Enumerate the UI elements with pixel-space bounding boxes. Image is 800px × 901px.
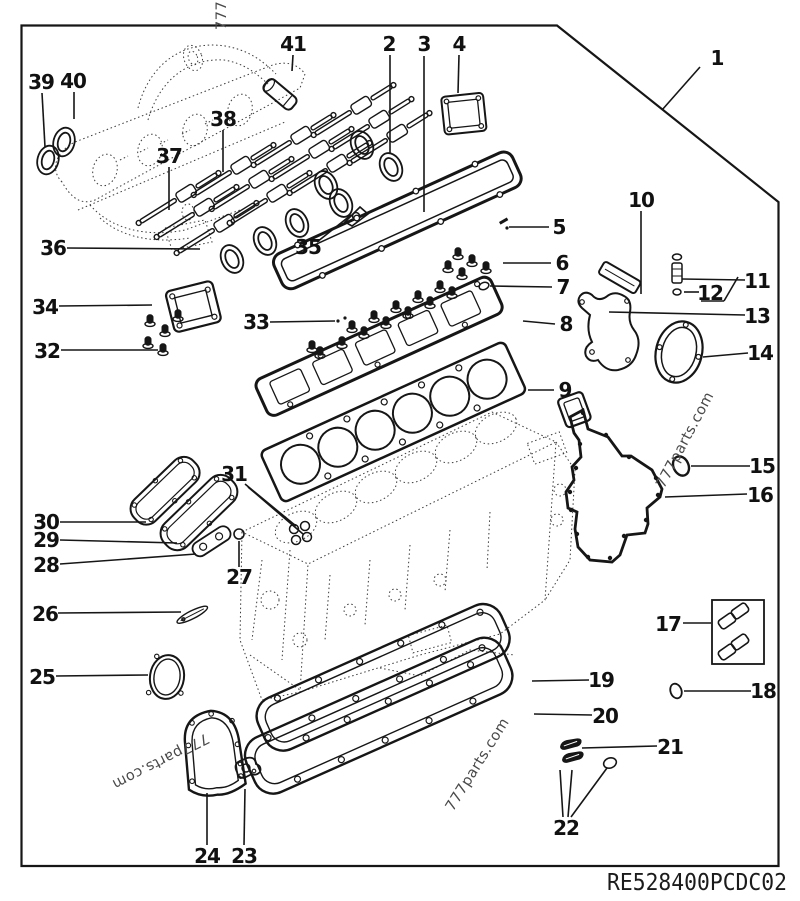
o-ring-15 [671, 455, 691, 477]
callout-22: 22 [553, 816, 579, 840]
callout-4: 4 [453, 32, 466, 56]
callout-37: 37 [156, 144, 182, 168]
callout-16: 16 [747, 483, 773, 507]
cover-gasket-29 [159, 473, 239, 552]
watermark-bottom-left: 777parts.com [109, 729, 211, 792]
callout-21: 21 [657, 735, 683, 759]
callout-1: 1 [711, 46, 724, 70]
watermark-bottom-middle: 777parts.com [443, 715, 513, 814]
watermark-top: 777parts.com [214, 0, 230, 30]
o-ring-18 [669, 682, 683, 700]
head-gasket-9 [260, 341, 527, 503]
port-gaskets [36, 126, 404, 274]
oil-pan-gasket-19 [255, 602, 511, 752]
callout-3: 3 [418, 32, 431, 56]
callout-13: 13 [744, 304, 770, 328]
callout-27: 27 [226, 565, 252, 589]
dots-33 [336, 316, 347, 323]
leader-lines [41, 54, 751, 846]
callout-6: 6 [556, 251, 569, 275]
callout-35: 35 [295, 235, 321, 259]
callout-2: 2 [383, 32, 396, 56]
callout-40: 40 [60, 69, 86, 93]
timing-cover-gasket-16 [557, 391, 664, 564]
exhaust-manifold-sketch [55, 44, 306, 251]
clips-21-22 [560, 738, 618, 769]
callout-15: 15 [749, 454, 775, 478]
engine-block-sketch [239, 411, 576, 701]
water-pump-gasket-13 [577, 291, 640, 372]
clip-box-17 [711, 599, 765, 665]
callout-8: 8 [560, 312, 573, 336]
gasket-34 [164, 280, 222, 333]
callout-9: 9 [559, 378, 572, 402]
valve-cover-gasket-3 [271, 150, 523, 291]
pin-5 [499, 217, 509, 230]
pin-26 [176, 605, 209, 624]
callout-26: 26 [32, 602, 58, 626]
callout-41: 41 [280, 32, 306, 56]
callout-20: 20 [592, 704, 618, 728]
callout-30: 30 [33, 510, 59, 534]
callout-33: 33 [243, 310, 269, 334]
callout-17: 17 [655, 612, 681, 636]
upper-gasket-8 [254, 275, 504, 417]
callout-14: 14 [747, 341, 773, 365]
drawing-border [20, 24, 780, 868]
gasket-28 [191, 525, 232, 558]
callout-36: 36 [40, 236, 66, 260]
callout-39: 39 [28, 70, 54, 94]
gasket-4 [440, 92, 488, 136]
callout-19: 19 [588, 668, 614, 692]
callout-31: 31 [221, 462, 247, 486]
callout-18: 18 [750, 679, 776, 703]
oil-pan-gasket-20 [243, 636, 514, 795]
callout-12: 12 [697, 281, 723, 305]
callout-38: 38 [210, 107, 236, 131]
callout-24: 24 [194, 844, 220, 868]
callout-labels: 1 2 3 4 5 6 7 8 9 10 11 12 13 14 15 16 1… [28, 32, 777, 868]
rings-31 [288, 520, 313, 546]
callout-23: 23 [231, 844, 257, 868]
callout-28: 28 [33, 553, 59, 577]
flange-gasket-25 [145, 653, 186, 700]
arch-gasket-24 [183, 709, 247, 797]
oval-gasket-14 [654, 320, 704, 384]
water-pump-gasket-13-holes [579, 298, 631, 363]
o-ring-7 [478, 281, 490, 291]
hose-41 [262, 78, 298, 111]
valve-stem-seals [142, 247, 492, 360]
callout-11: 11 [744, 269, 770, 293]
o-ring-27 [233, 528, 245, 540]
plug-11-12 [671, 253, 683, 296]
callout-5: 5 [553, 215, 566, 239]
callout-10: 10 [628, 188, 654, 212]
watermarks: 777parts.com 777parts.com 777parts.com 7… [109, 0, 717, 814]
callout-32: 32 [34, 339, 60, 363]
callout-25: 25 [29, 665, 55, 689]
stud-set [135, 81, 433, 257]
callout-7: 7 [557, 275, 570, 299]
callout-29: 29 [33, 528, 59, 552]
seal-strip-10 [598, 261, 642, 295]
callout-34: 34 [32, 295, 58, 319]
part-code: RE528400PCDC02 [607, 870, 787, 896]
cover-gasket-30 [129, 455, 201, 526]
